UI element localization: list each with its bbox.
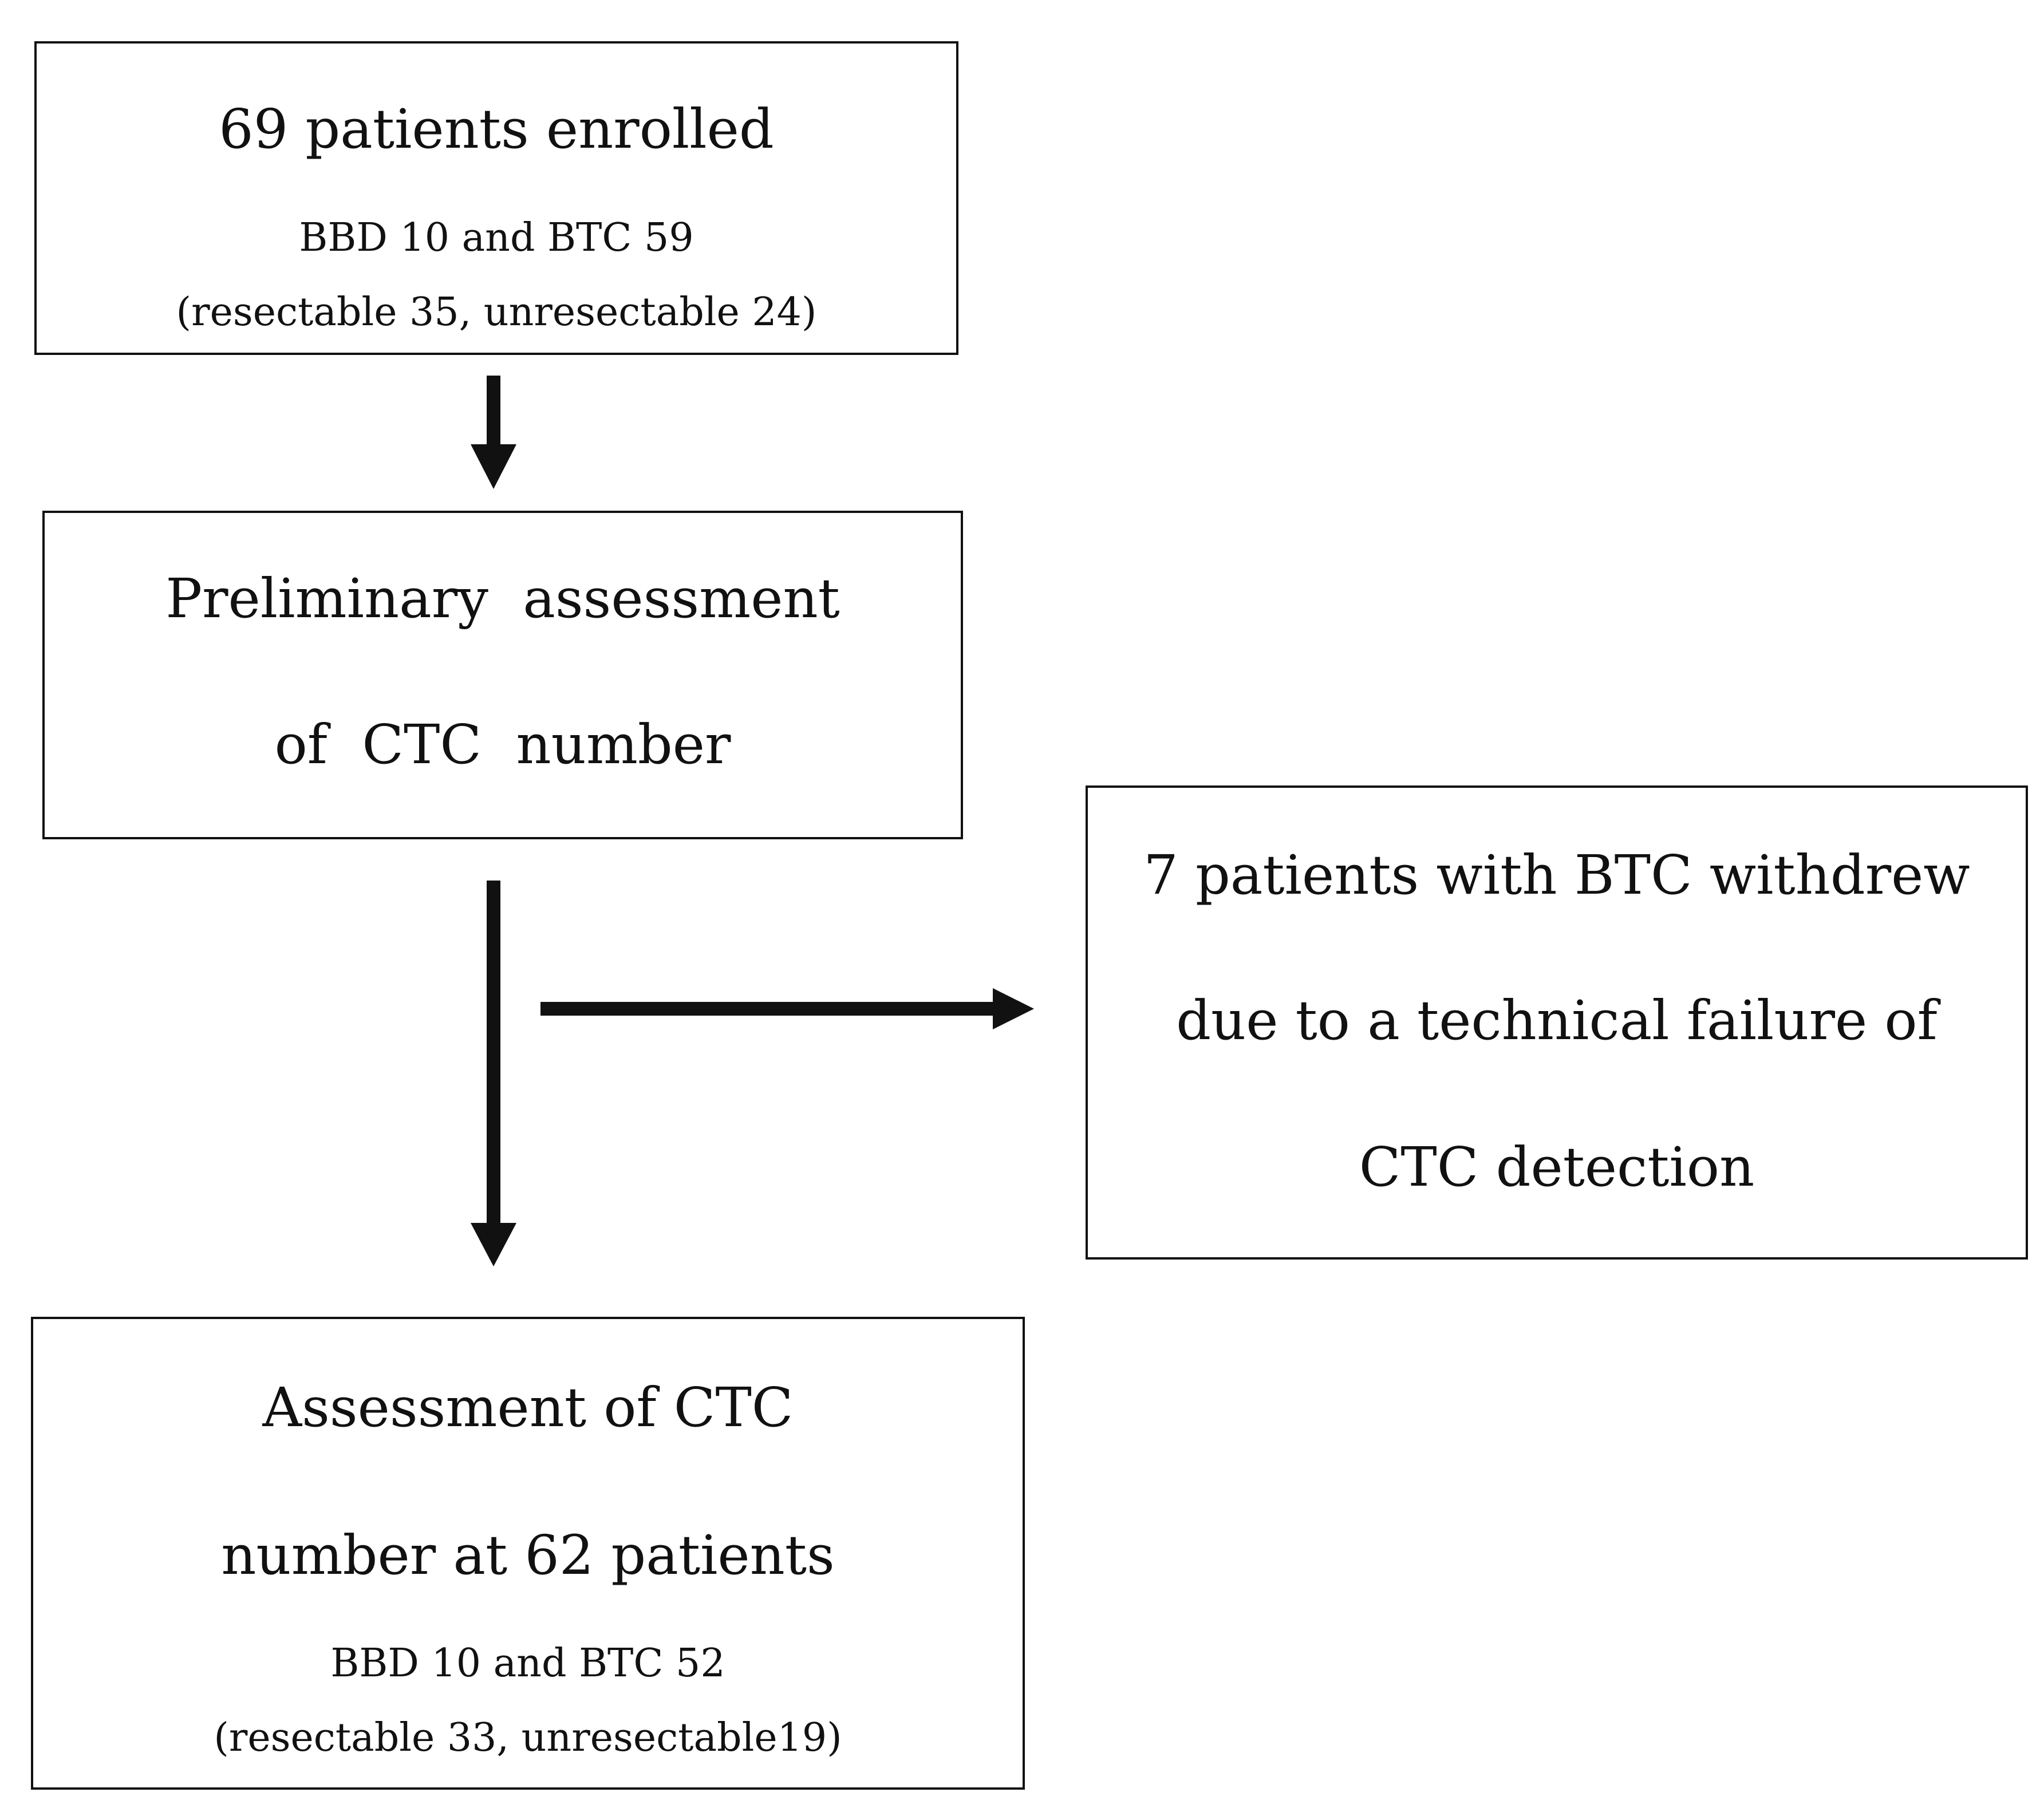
withdrew-line-2: due to a technical failure of bbox=[1176, 989, 1938, 1052]
arrow-enrolled-to-preliminary bbox=[471, 376, 516, 489]
preliminary-line-2: of CTC number bbox=[274, 713, 731, 776]
final-group-counts: BBD 10 and BTC 52 bbox=[330, 1641, 725, 1686]
withdrew-line-3: CTC detection bbox=[1359, 1136, 1755, 1199]
final-resectability: (resectable 33, unresectable19) bbox=[214, 1715, 842, 1760]
enrolled-resectability: (resectable 35, unresectable 24) bbox=[176, 290, 817, 335]
arrow-preliminary-to-final bbox=[471, 881, 516, 1266]
enrolled-title: 69 patients enrolled bbox=[219, 98, 774, 161]
preliminary-assessment-box: Preliminary assessment of CTC number bbox=[42, 511, 963, 839]
arrow-to-withdrawn bbox=[540, 988, 1034, 1029]
preliminary-line-1: Preliminary assessment bbox=[165, 567, 840, 630]
withdrawn-patients-box: 7 patients with BTC withdrew due to a te… bbox=[1086, 785, 2028, 1260]
enrolled-group-counts: BBD 10 and BTC 59 bbox=[299, 215, 694, 260]
final-line-2: number at 62 patients bbox=[221, 1524, 835, 1587]
withdrew-line-1: 7 patients with BTC withdrew bbox=[1143, 844, 1970, 907]
final-assessment-box: Assessment of CTC number at 62 patients … bbox=[31, 1317, 1025, 1790]
enrolled-box: 69 patients enrolled BBD 10 and BTC 59 (… bbox=[34, 41, 958, 355]
final-line-1: Assessment of CTC bbox=[262, 1376, 794, 1439]
